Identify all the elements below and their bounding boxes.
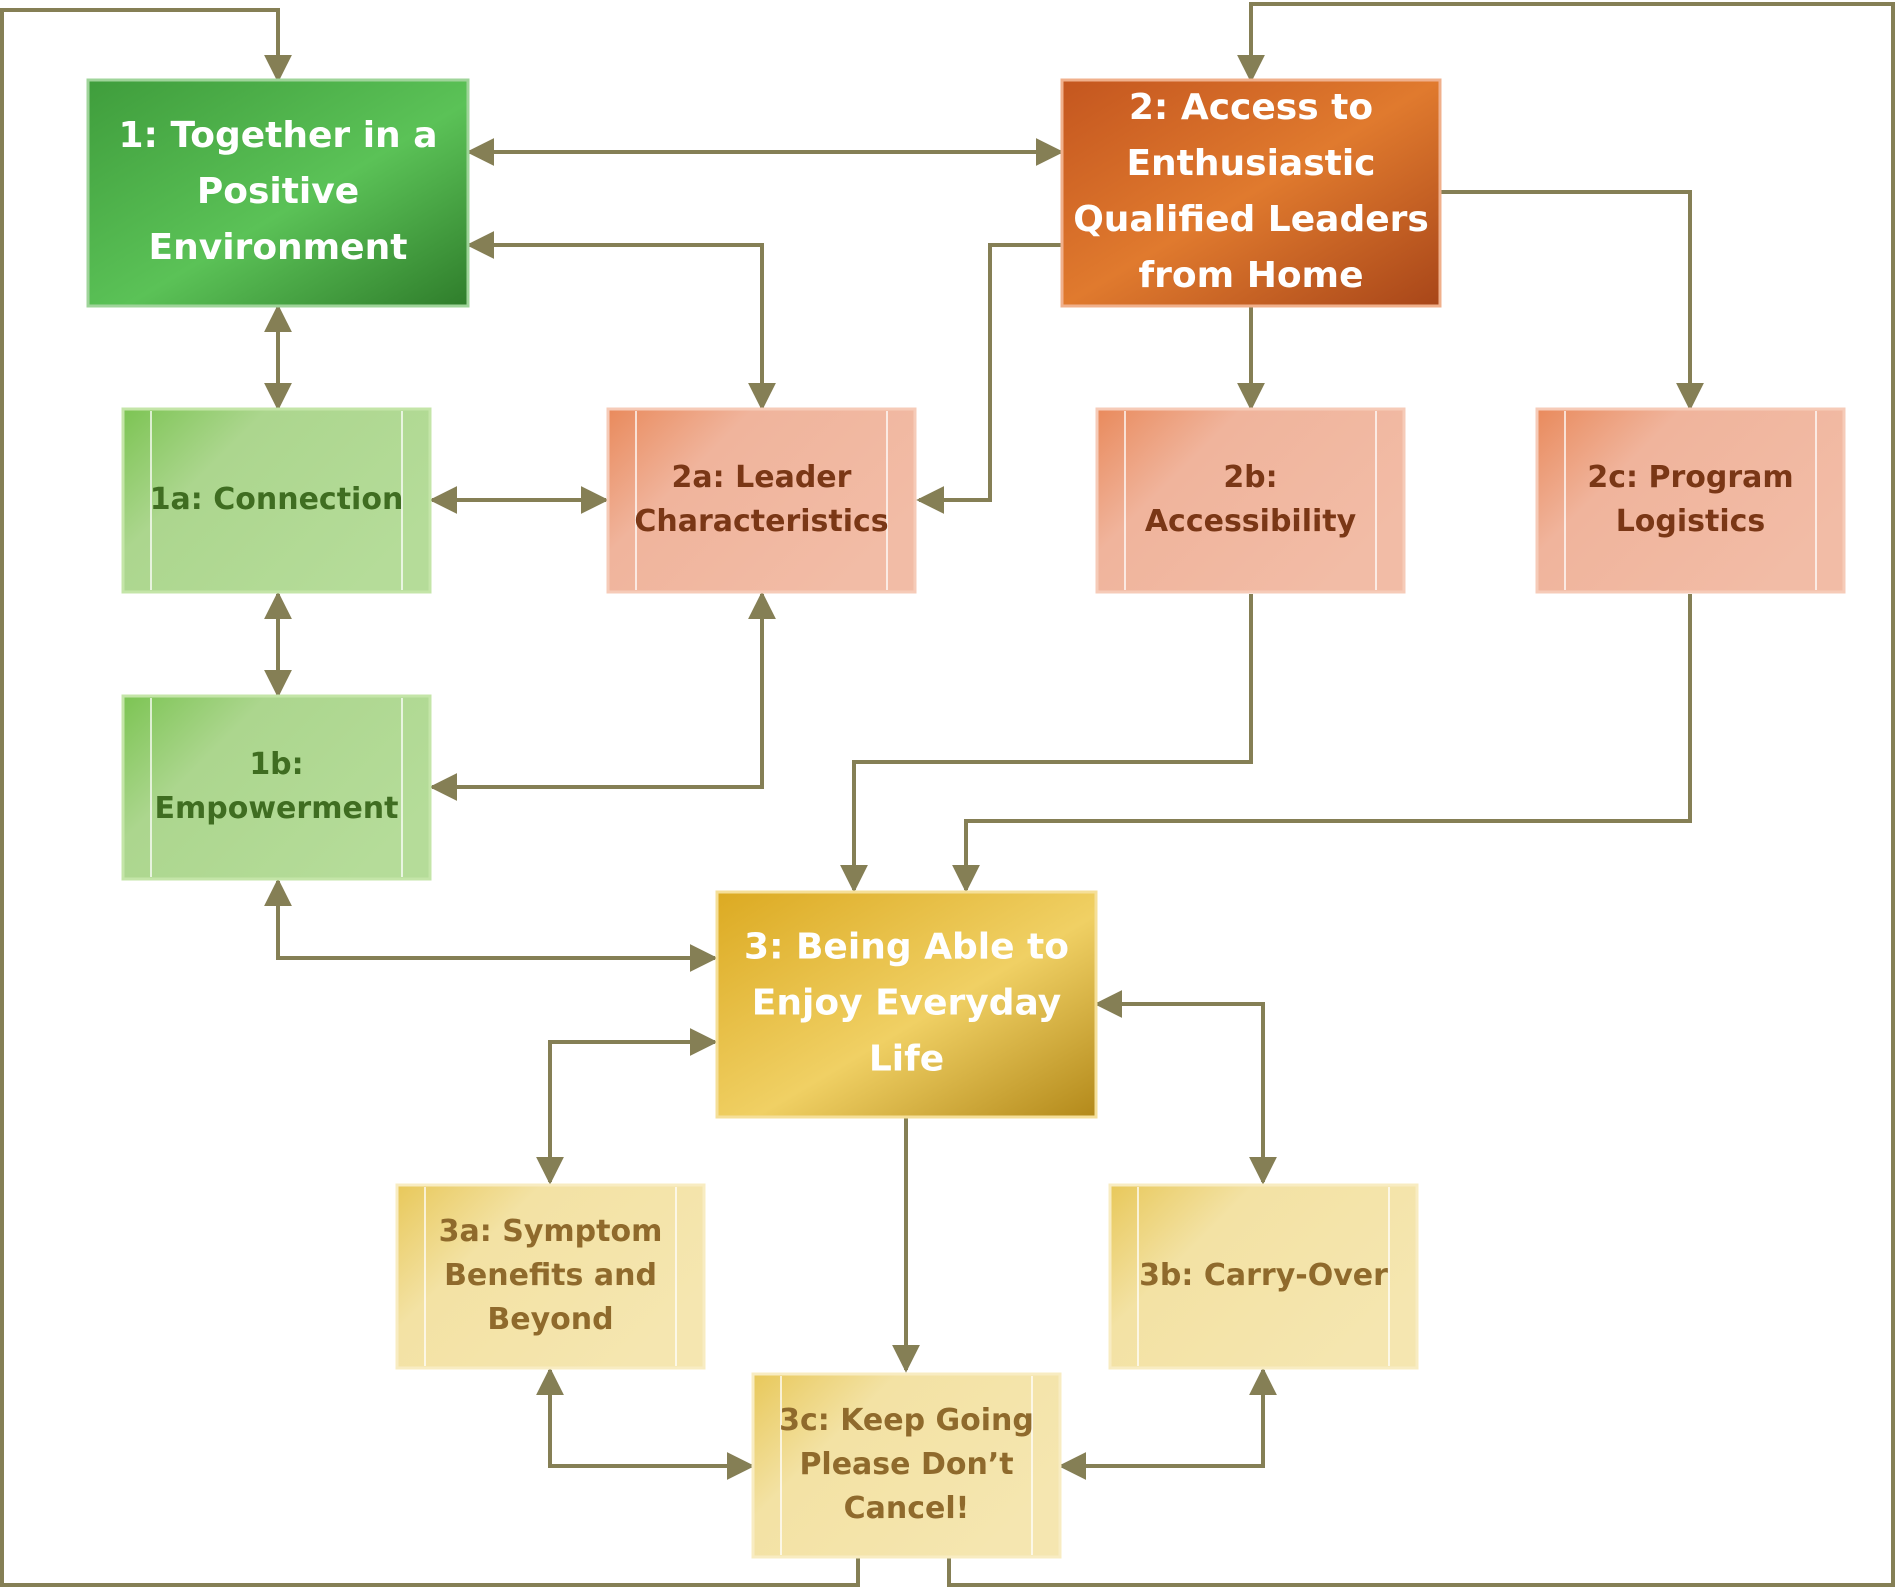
connector-3b-3c [1058, 1367, 1277, 1480]
node-3-enjoy-life-label-line-3: Life [869, 1039, 944, 1080]
node-2b-accessibility-box [1095, 407, 1406, 594]
node-1a-connection-box [121, 407, 432, 594]
node-3b-carry-over-label-line-1: 3b: Carry-Over [1139, 1258, 1388, 1293]
node-2c-program-logistics-box [1535, 407, 1846, 594]
node-3-enjoy-life-label-line-2: Enjoy Everyday [752, 983, 1061, 1024]
node-1b-empowerment: 1b: Empowerment [121, 694, 432, 881]
node-2-access-leaders-label-line-4: from Home [1139, 255, 1364, 296]
connector-3-3b [1094, 990, 1277, 1185]
node-1b-empowerment-box [121, 694, 432, 881]
node-1-together-box [86, 78, 470, 308]
node-3c-keep-going-label-line-3: Cancel! [844, 1491, 970, 1526]
node-3c-keep-going-label-line-1: 3c: Keep Going [779, 1403, 1034, 1438]
connector-2-2c [1441, 190, 1704, 411]
node-2a-leader-characteristics-label-line-1: 2a: Leader [672, 460, 852, 495]
node-1b-empowerment-label-line-2: Empowerment [155, 791, 399, 826]
node-2c-program-logistics-label-line-2: Logistics [1616, 504, 1766, 539]
node-3a-symptom-benefits-label-line-2: Benefits and [444, 1258, 657, 1293]
connector-2c-3 [952, 594, 1692, 893]
node-3b-carry-over-box [1108, 1183, 1419, 1370]
node-2-access-leaders-label-line-3: Qualified Leaders [1073, 199, 1429, 240]
node-2a-leader-characteristics-label-line-2: Characteristics [634, 504, 888, 539]
node-1a-connection-label-line-1: 1a: Connection [150, 482, 404, 517]
node-2-access-leaders-box [1060, 78, 1442, 308]
node-3c-keep-going-label-line-2: Please Don’t [799, 1447, 1013, 1482]
node-2-access-leaders-label-line-2: Enthusiastic [1126, 143, 1375, 184]
connector-2a-1b [429, 591, 776, 801]
node-3-enjoy-life-box [715, 890, 1098, 1119]
node-3a-symptom-benefits-label-line-3: Beyond [487, 1302, 613, 1337]
node-1-together-label-line-1: 1: Together in a [118, 115, 437, 156]
node-2c-program-logistics-label-line-1: 2c: Program [1587, 460, 1793, 495]
node-3b-carry-over: 3b: Carry-Over [1108, 1183, 1419, 1370]
connector-1-2a [466, 231, 776, 411]
node-3-enjoy-life-label-line-1: 3: Being Able to [744, 927, 1069, 968]
node-1-together-label-line-3: Environment [149, 227, 408, 268]
connector-3-3a [536, 1028, 718, 1185]
node-3c-keep-going-box [751, 1372, 1062, 1559]
connector-2-2a [916, 243, 1061, 514]
node-2a-leader-characteristics-box [606, 407, 917, 594]
node-2b-accessibility: 2b: Accessibility [1095, 407, 1406, 594]
connector-2b-3 [840, 594, 1253, 893]
connector-3a-3c [536, 1367, 755, 1480]
connector-3c-to-2-loop [947, 2, 1895, 1587]
node-1-together-label-line-2: Positive [197, 171, 359, 212]
node-2b-accessibility-label-line-1: 2b: [1223, 460, 1277, 495]
node-2b-accessibility-label-line-2: Accessibility [1145, 504, 1357, 539]
connector-1b-3 [264, 878, 718, 972]
node-3a-symptom-benefits-label-line-1: 3a: Symptom [439, 1214, 663, 1249]
connector-3c-to-1-loop [0, 8, 860, 1587]
node-1b-empowerment-label-line-1: 1b: [249, 747, 303, 782]
node-3a-symptom-benefits-box [395, 1183, 706, 1370]
node-1a-connection: 1a: Connection [121, 407, 432, 594]
node-2-access-leaders-label-line-1: 2: Access to [1129, 87, 1373, 128]
